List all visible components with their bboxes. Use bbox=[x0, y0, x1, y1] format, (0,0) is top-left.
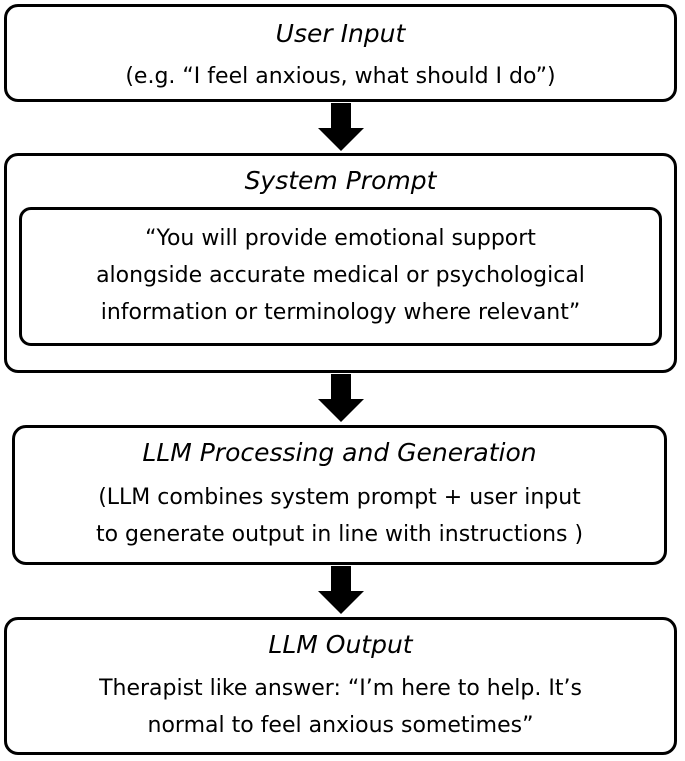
system-prompt-quote-box: “You will provide emotional support alon… bbox=[19, 207, 662, 346]
llm-output-line: normal to feel anxious sometimes” bbox=[147, 713, 534, 738]
user-input-title: User Input bbox=[275, 19, 406, 48]
down-arrow-icon bbox=[318, 374, 364, 422]
down-arrow-icon bbox=[318, 103, 364, 151]
llm-processing-box: LLM Processing and Generation (LLM combi… bbox=[12, 425, 667, 565]
down-arrow-icon bbox=[318, 566, 364, 614]
llm-output-title: LLM Output bbox=[268, 630, 413, 659]
user-input-box: User Input (e.g. “I feel anxious, what s… bbox=[4, 4, 677, 102]
system-prompt-box: System Prompt “You will provide emotiona… bbox=[4, 153, 677, 373]
system-prompt-line: alongside accurate medical or psychologi… bbox=[96, 263, 585, 288]
llm-processing-line: to generate output in line with instruct… bbox=[95, 522, 584, 547]
system-prompt-title: System Prompt bbox=[244, 166, 437, 195]
system-prompt-line: “You will provide emotional support bbox=[145, 226, 536, 251]
llm-processing-title: LLM Processing and Generation bbox=[142, 438, 537, 467]
llm-output-box: LLM Output Therapist like answer: “I’m h… bbox=[4, 617, 677, 755]
llm-processing-line: (LLM combines system prompt + user input bbox=[98, 485, 581, 510]
llm-output-line: Therapist like answer: “I’m here to help… bbox=[99, 676, 582, 701]
system-prompt-line: information or terminology where relevan… bbox=[100, 300, 581, 325]
user-input-example: (e.g. “I feel anxious, what should I do”… bbox=[125, 64, 556, 89]
